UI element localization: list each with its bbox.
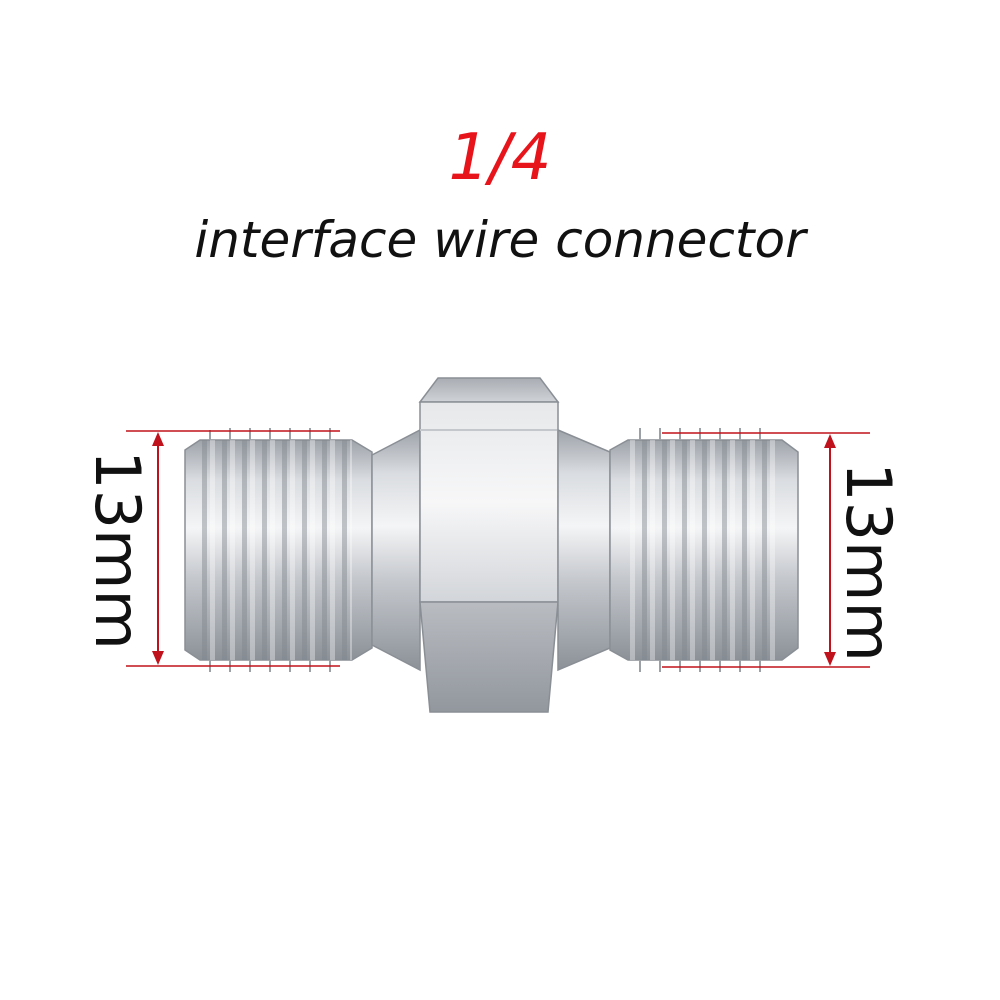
hex-nut-body [418,377,560,713]
right-threaded-end [557,428,799,672]
left-dimension-marker [126,430,340,667]
product-size-title: 1/4 [448,121,552,195]
right-dimension-marker [662,432,870,668]
left-diameter-label: 13mm [81,450,154,650]
product-name-caption: interface wire connector [194,211,806,269]
right-diameter-label: 13mm [832,462,905,662]
left-threaded-end [184,428,421,672]
